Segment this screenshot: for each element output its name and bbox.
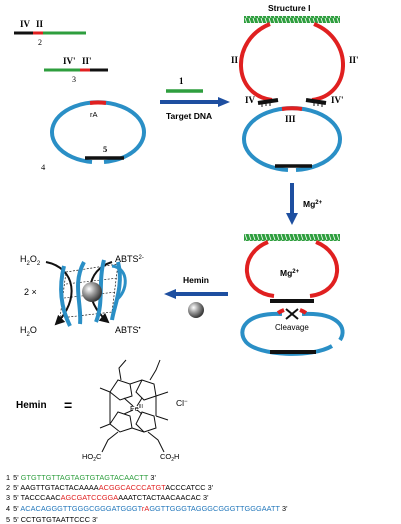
sequence-number: 5 <box>6 515 11 524</box>
label-cooh-left: HO2C <box>82 452 102 463</box>
structure-i: Structure I II II' IV IV' III <box>231 3 359 172</box>
sequence-number: 3 <box>6 493 11 502</box>
sequence-segment: AAATCTACTAACAACAC 3' <box>118 493 209 502</box>
sequence-segment: 3' <box>279 504 288 513</box>
sequence-number: 1 <box>6 473 11 482</box>
sequence-segment: 5' AAGTTGTACTACAAAA <box>13 483 99 492</box>
label-iv: IV <box>20 19 31 29</box>
sequence-segment: 5' TACCCAAC <box>13 493 61 502</box>
label-fe: FeIII <box>130 404 143 413</box>
label-ii: II <box>36 19 44 29</box>
sequence-segment: 5' CCTGTGTAATTCCC 3' <box>13 515 98 524</box>
hemin-structure: Hemin = FeIII Cl− H <box>16 359 188 463</box>
label-iv-prime: IV' <box>63 56 76 66</box>
label-ii-prime: II' <box>82 56 92 66</box>
target-dna-arrow: 1 Target DNA <box>160 76 230 121</box>
sequence-segment: 5' <box>13 473 21 482</box>
hemin-ball <box>188 302 204 318</box>
label-ra: rA <box>90 110 98 119</box>
sequence-segment: ACACAGGGTTGGGCGGGATGGGT <box>20 504 142 513</box>
label-structure-i: Structure I <box>268 3 311 13</box>
hemin-arrow: Hemin <box>164 275 228 318</box>
sequence-segment: AGCGATCCGGA <box>60 493 119 502</box>
label-2x: 2 × <box>24 287 37 297</box>
label-cooh-right: CO2H <box>160 452 179 463</box>
label-h2o: H2O <box>20 325 37 338</box>
sequence-segment: 5' <box>13 504 21 513</box>
sequence-number: 4 <box>6 504 11 513</box>
label-equals: = <box>64 397 72 413</box>
label-iii: III <box>285 114 296 124</box>
sequence-segment: rA <box>141 504 150 513</box>
label-3: 3 <box>72 75 76 84</box>
g-quadruplex-catalysis: H2O2 ABTS2- 2 × H2O ABTS• <box>20 254 144 338</box>
label-hemin-arrow: Hemin <box>183 275 209 285</box>
sequence-segment: GGTTGGGTAGGGCGGGTTGGGAATT <box>149 504 280 513</box>
label-h2o2: H2O2 <box>20 254 41 267</box>
label-abts: ABTS2- <box>115 254 144 264</box>
label-4: 4 <box>41 162 46 172</box>
label-1: 1 <box>179 76 184 86</box>
hemin-bound-ball <box>82 282 102 302</box>
cleavage-structure: Mg2+ Cleavage <box>240 234 345 356</box>
sequence-segment: ACGGCACCCATGT <box>98 483 166 492</box>
strand-3: IV' II' 3 <box>44 56 108 84</box>
label-abts-out: ABTS• <box>115 325 141 335</box>
label-cl: Cl− <box>176 398 188 408</box>
label-mg-loop: Mg2+ <box>280 268 300 278</box>
strand-2: IV II 2 <box>14 19 86 47</box>
label-iv-prime-right: IV' <box>331 95 344 105</box>
label-hemin: Hemin <box>16 400 47 411</box>
label-cleavage: Cleavage <box>275 323 309 332</box>
label-ii-right: II <box>231 55 239 65</box>
label-ii-prime-right: II' <box>349 55 359 65</box>
label-2: 2 <box>38 38 42 47</box>
sequence-segment: ACCCATCC 3' <box>165 483 214 492</box>
label-target-dna: Target DNA <box>166 111 212 121</box>
label-5: 5 <box>103 144 107 154</box>
sequence-segment: 3' <box>148 473 156 482</box>
mg-arrow: Mg2+ <box>286 183 323 225</box>
sequence-segment: GTGTTGTTAGTAGTGTAGTACAACTT <box>20 473 149 482</box>
label-mg-arrow: Mg2+ <box>303 199 323 209</box>
label-iv-right: IV <box>245 95 256 105</box>
sequence-number: 2 <box>6 483 11 492</box>
strand-4-circle: rA 5 4 <box>41 100 146 172</box>
